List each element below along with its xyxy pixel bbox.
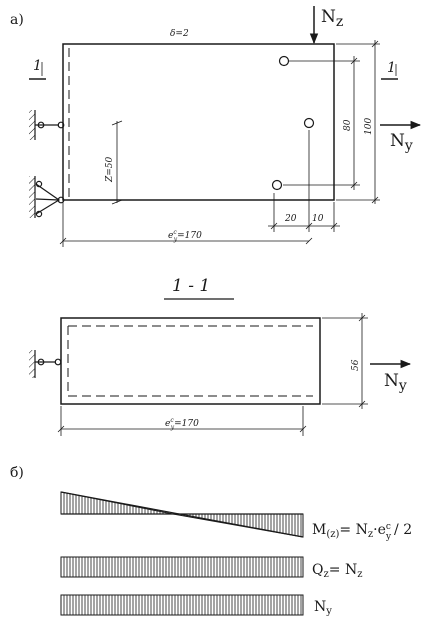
svg-text:80: 80 (343, 119, 353, 131)
hole-top (278, 55, 290, 67)
normal-diagram (60, 594, 304, 616)
section-mark-right: 1 (381, 60, 398, 80)
hole-middle (303, 117, 315, 129)
upper-support (29, 110, 65, 140)
svg-text:Z=50: Z=50 (105, 156, 115, 183)
svg-text:Nz: Nz (321, 7, 343, 30)
dim-80-100: 80 100 (283, 40, 380, 204)
part-b-label: б) (10, 465, 24, 481)
plate-section (60, 317, 321, 405)
svg-text:10: 10 (312, 214, 324, 224)
svg-text:1: 1 (387, 60, 396, 76)
lower-support (29, 176, 65, 218)
svg-text:100: 100 (364, 118, 374, 135)
shear-formula: Qz= Nz (312, 562, 362, 580)
section-mark-left: 1 (29, 58, 46, 80)
svg-text:20: 20 (284, 214, 297, 224)
force-ny: Ny (380, 120, 422, 154)
normal-formula: Ny (314, 599, 332, 617)
shear-diagram (60, 556, 304, 578)
part-a-label: а) (10, 12, 24, 28)
plate-a (62, 43, 335, 201)
section-title: 1 - 1 (164, 276, 234, 300)
svg-text:56: 56 (351, 359, 361, 371)
svg-text:Ny: Ny (390, 131, 413, 154)
svg-text:ecy=170: ecy=170 (165, 417, 199, 431)
svg-text:Ny: Ny (384, 371, 407, 394)
svg-text:1 - 1: 1 - 1 (172, 276, 210, 296)
thickness-label: δ=2 (170, 29, 189, 39)
hole-bottom (271, 179, 283, 191)
svg-text:1: 1 (33, 58, 42, 74)
dim-20-10: 20 10 (268, 130, 340, 232)
svg-text:ecy=170: ecy=170 (168, 229, 202, 243)
dim-z: Z=50 (105, 120, 123, 205)
section-support (29, 350, 62, 378)
force-ny-section: Ny (370, 359, 412, 394)
force-nz: Nz (309, 6, 343, 45)
moment-diagram (60, 491, 304, 538)
dim-56: 56 (322, 313, 368, 409)
